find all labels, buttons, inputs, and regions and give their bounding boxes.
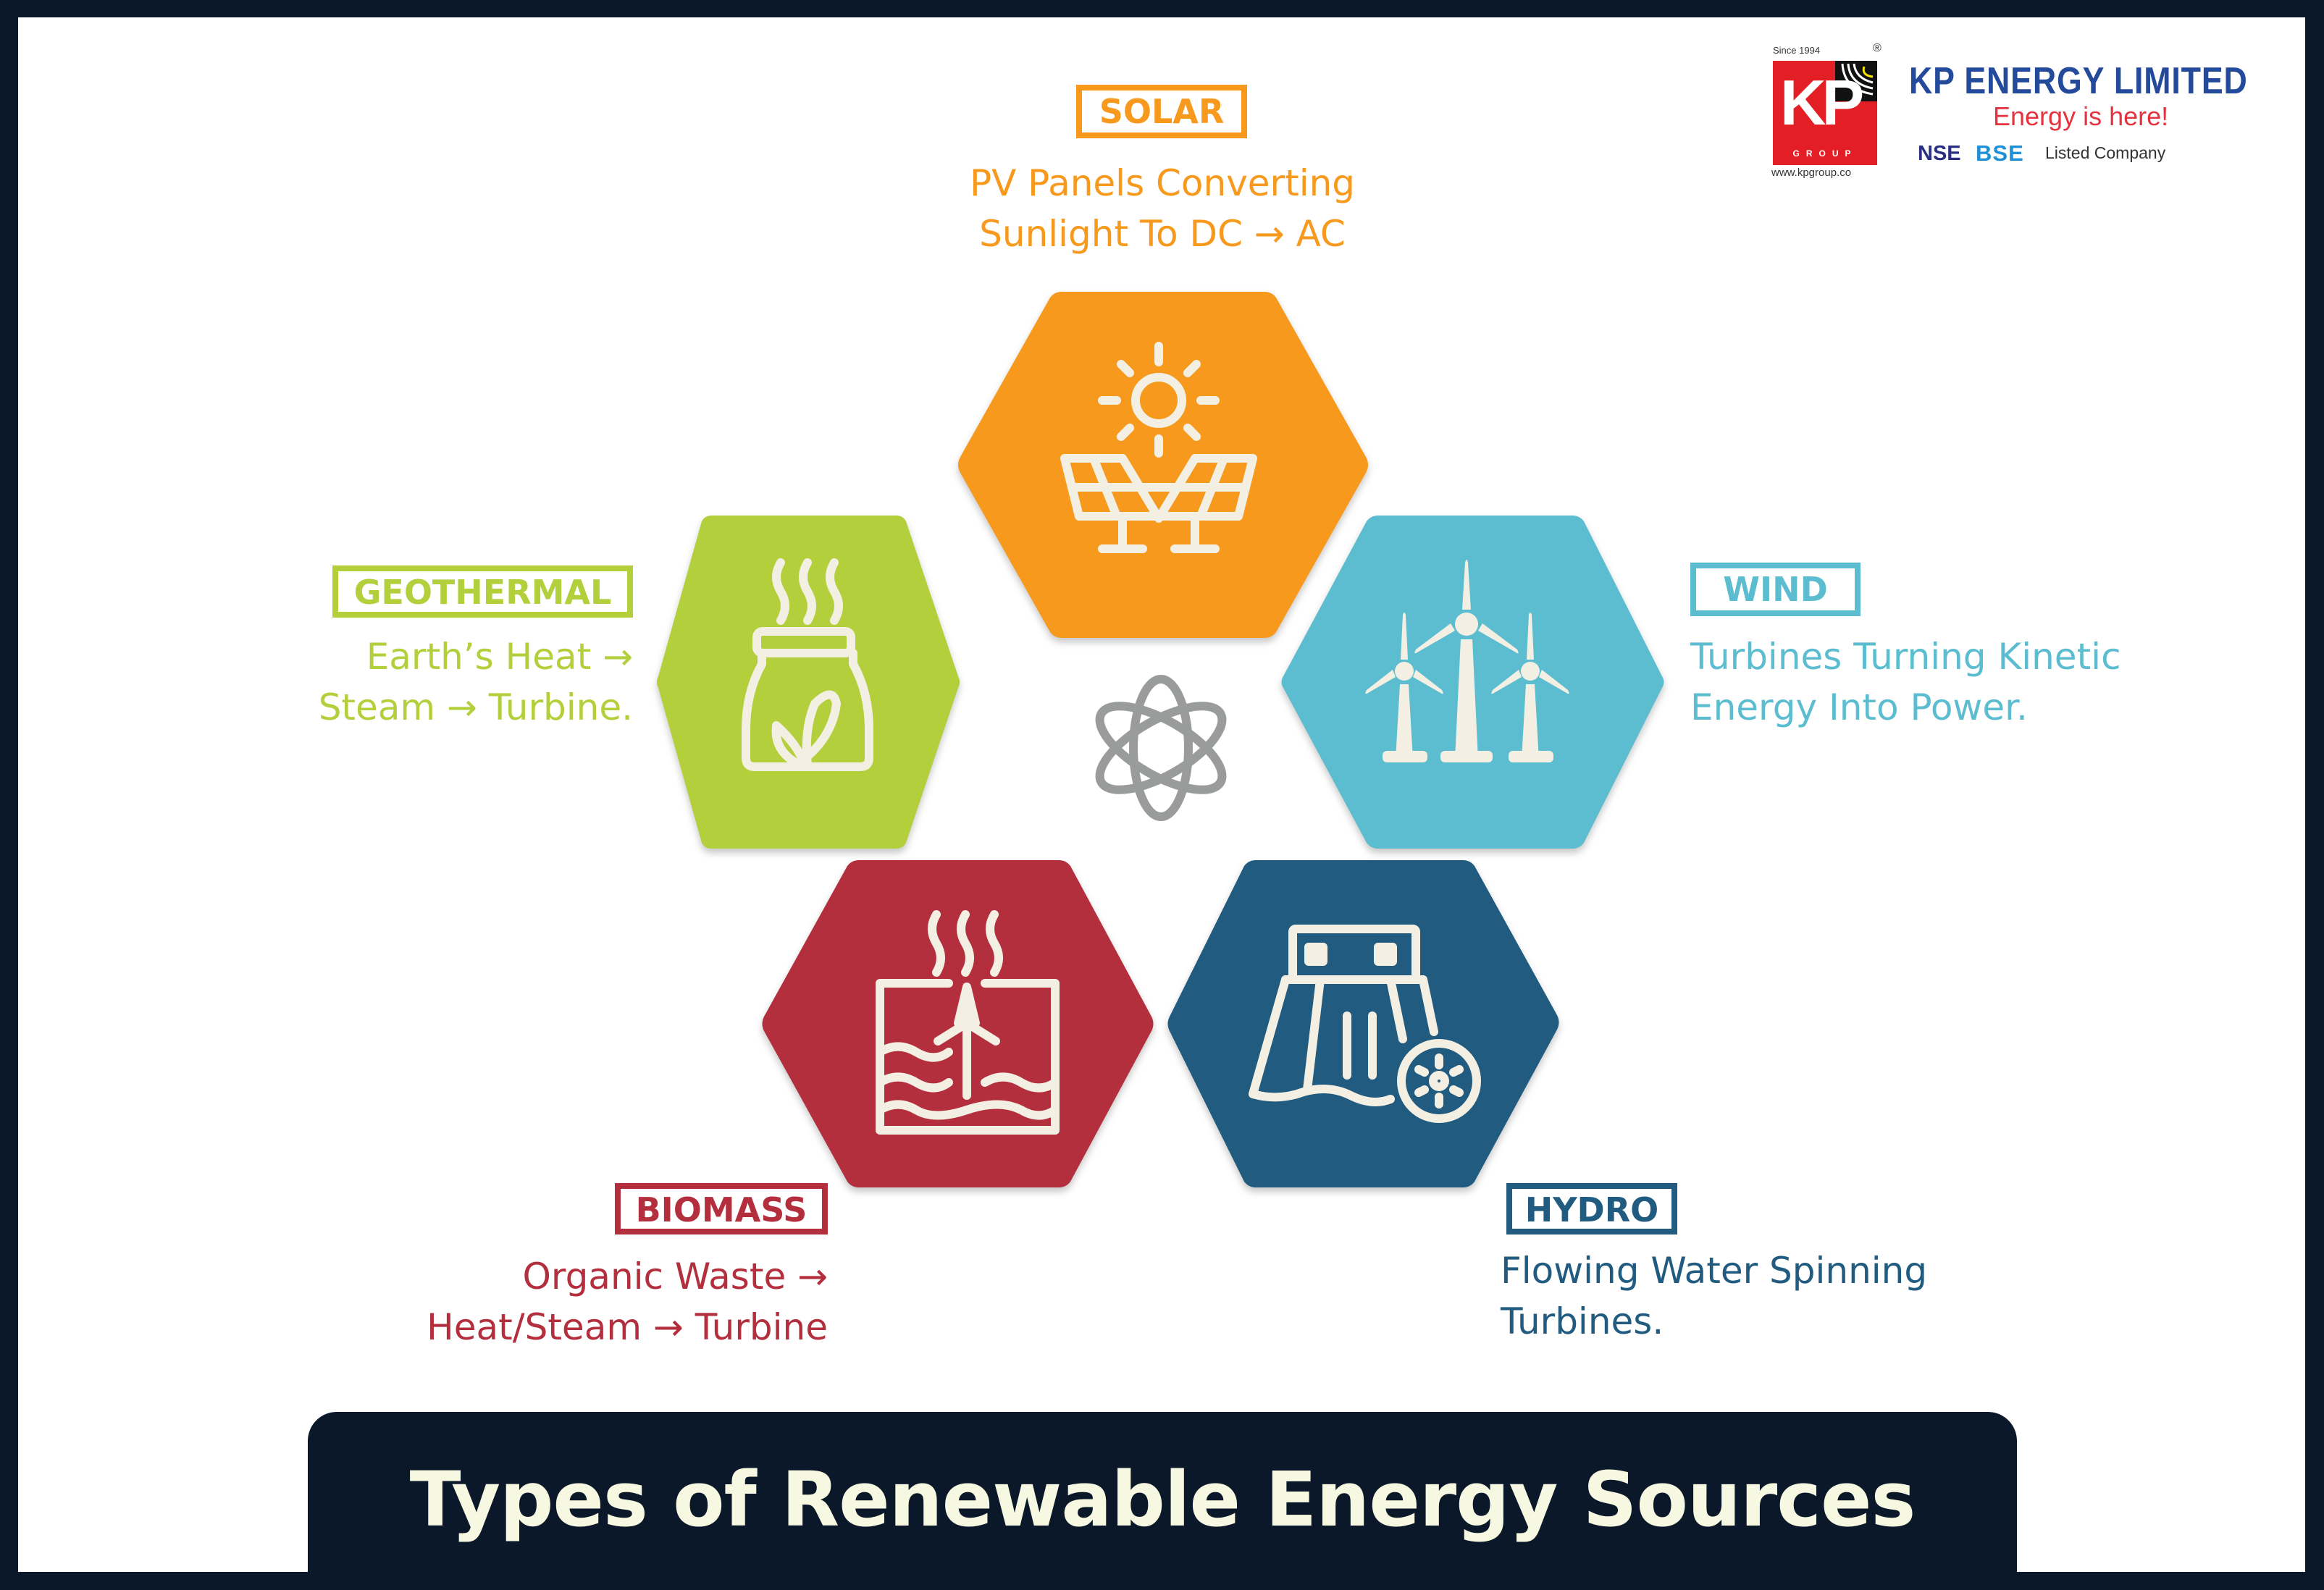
kp-letters: KP — [1780, 67, 1864, 138]
plant-jar-icon — [724, 555, 891, 787]
hydro-hexagon — [1166, 860, 1561, 1187]
wind-hexagon — [1280, 516, 1666, 849]
page-title: Types of Renewable Energy Sources — [409, 1455, 1916, 1544]
biomass-label: BIOMASS — [615, 1183, 828, 1234]
wind-turbines-icon — [1359, 555, 1577, 773]
geothermal-description: Earth’s Heat → Steam → Turbine. — [318, 636, 633, 728]
solar-hexagon — [956, 292, 1370, 638]
wind-label: WIND — [1690, 563, 1861, 616]
since-text: Since 1994 — [1773, 45, 1821, 56]
kp-logo-mark — [1773, 61, 1877, 165]
registered-mark: ® — [1873, 42, 1882, 54]
hydro-dam-icon — [1235, 922, 1481, 1139]
atom-icon — [1088, 672, 1233, 827]
group-text: GROUP — [1792, 148, 1858, 159]
listed-company-text: Listed Company — [2045, 143, 2166, 162]
geothermal-hexagon — [655, 516, 961, 849]
biomass-hexagon — [760, 860, 1155, 1187]
biomass-description: Organic Waste → Heat/Steam → Turbine — [427, 1255, 828, 1348]
solar-panel-icon — [1050, 332, 1267, 563]
nse-label: NSE — [1918, 142, 1961, 165]
bse-label: BSE — [1976, 140, 2024, 166]
wind-description: Turbines Turning Kinetic Energy Into Pow… — [1690, 636, 2121, 728]
signal-arcs-icon — [1835, 61, 1877, 101]
company-name: KP ENERGY LIMITED — [1909, 60, 2248, 102]
solar-label: SOLAR — [1076, 85, 1247, 138]
hydro-label: HYDRO — [1506, 1183, 1677, 1234]
hydro-description: Flowing Water Spinning Turbines. — [1501, 1250, 1928, 1342]
steam-turbine-icon — [865, 900, 1068, 1139]
company-tagline: Energy is here! — [1993, 101, 2169, 131]
geothermal-label: GEOTHERMAL — [332, 565, 633, 618]
website-text: www.kpgroup.co — [1771, 167, 1852, 179]
title-banner: Types of Renewable Energy Sources — [308, 1412, 2017, 1590]
solar-description: PV Panels Converting Sunlight To DC → AC — [969, 162, 1356, 255]
infographic-canvas — [18, 17, 2305, 1572]
